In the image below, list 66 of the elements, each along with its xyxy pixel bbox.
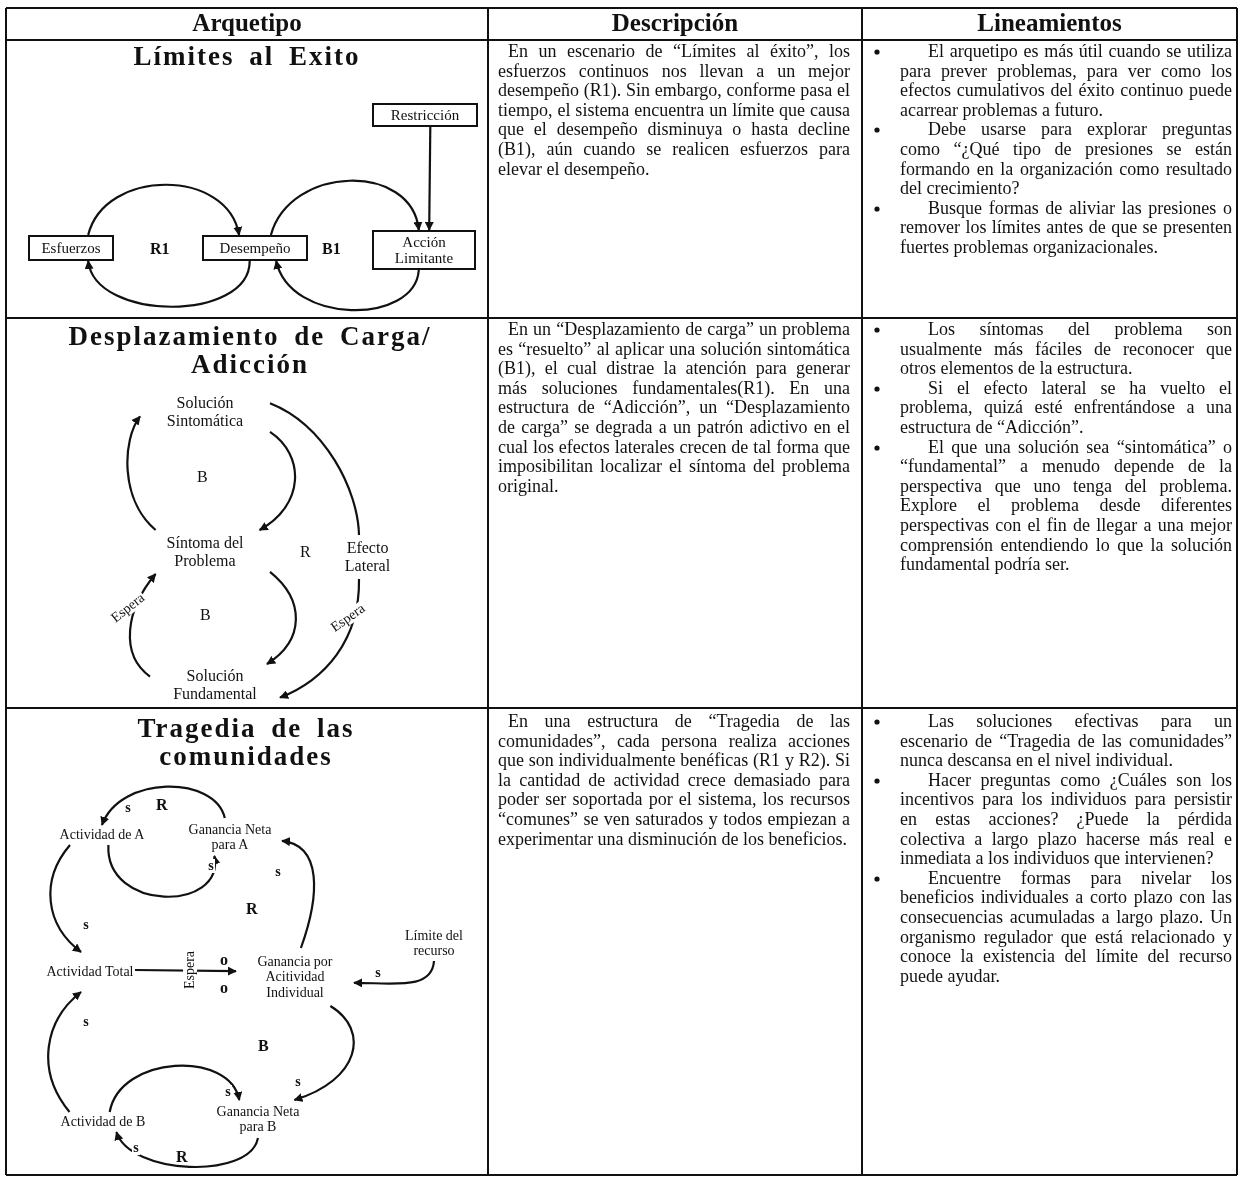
archetype-title: Tragedia de las comunidades xyxy=(136,714,356,771)
variable-label: Actividad Total xyxy=(45,952,135,992)
loop-marker: R xyxy=(156,796,169,814)
bullet-item: El que una solución sea “sintomática” o “fundamental” a menudo depende de la perspectiva que uno tenga del problema. Explore el problema desde diferentes perspectivas con el fin de llegar a una mejor comprensión entendiendo lo que la solución fundamental podría ser. xyxy=(900,437,1232,575)
arrow xyxy=(126,415,157,531)
arrow xyxy=(266,571,297,665)
variable-label: Solución Fundamental xyxy=(150,664,280,706)
arrow xyxy=(281,838,316,949)
edge-label: s xyxy=(207,859,215,873)
arrow xyxy=(115,1131,259,1168)
variable-label: Ganancia Neta para A xyxy=(178,818,282,856)
bullet-item: Debe usarse para explorar preguntas como “¿Qué tipo de presiones se están formando en la organización como resultado del crecimiento? xyxy=(900,120,1232,199)
loop-marker: o xyxy=(220,951,229,969)
variable-label: Ganancia por Acitividad Individual xyxy=(236,948,354,1006)
description-text: En un escenario de “Límites al éxito”, los esfuerzos continuos nos llevan a un mejor desempeño (R1). Sin embargo, conforme pasa el tiempo, el sistema encuentra un límite que causa que el desempeño disminuya o hasta decline (B1), aún cuando se realicen esfuerzos para elevar el desempeño. xyxy=(498,42,850,180)
arrow xyxy=(293,1005,355,1102)
loop-marker: R xyxy=(246,900,259,918)
arrow xyxy=(87,183,241,236)
variable-box: Restricción xyxy=(372,103,478,127)
loop-marker: R xyxy=(176,1148,189,1166)
column-header: Descripción xyxy=(610,9,740,37)
variable-box: Desempeño xyxy=(202,235,308,261)
loop-marker: R1 xyxy=(150,240,171,258)
loop-marker: B1 xyxy=(322,240,342,258)
arrow xyxy=(86,260,251,308)
arrow xyxy=(108,1064,241,1113)
arrow xyxy=(353,960,436,988)
description-text: En una estructura de “Tragedia de las comunidades”, cada persona realiza acciones que son individualmente benéficas (R1 y R2). Si la cantidad de actividad crece demasiado para poder ser soportada por el sistema, los recursos “comunes” se ven saturados y todos empiezan a experimentar una disminución de los beneficios. xyxy=(498,712,850,850)
column-header: Lineamientos xyxy=(976,9,1123,37)
variable-label: Solución Sintomática xyxy=(140,390,270,434)
bullet-item: El arquetipo es más útil cuando se utiliza para prever problemas, para ver como los efectos cumulativos del éxito continuo puede acarrear problemas a futuro. xyxy=(900,42,1232,121)
variable-label: Actividad de A xyxy=(38,825,166,845)
arrow xyxy=(107,844,219,898)
archetype-title: Límites al Exito xyxy=(132,42,362,71)
description-text: En un “Desplazamiento de carga” un problema es “resuelto” al aplicar una solución sintomática (B1), el cual distrae la atención para generar más soluciones fundamentales(R1). En una estructura de “Adicción”, un “Desplazamiento de carga” se degrada a un patrón adictivo en el cual los efectos laterales crecen de tal forma que imposibilitan localizar el síntoma del problema original. xyxy=(498,320,850,497)
arrow xyxy=(279,578,361,699)
edge-label: Espera xyxy=(183,949,197,991)
variable-label: Efecto Lateral xyxy=(325,535,410,579)
arrow xyxy=(424,127,434,231)
variable-box: Esfuerzos xyxy=(28,235,114,261)
arrow xyxy=(274,260,420,312)
edge-label: s xyxy=(224,1085,232,1099)
bullet-item: Hacer preguntas como ¿Cuáles son los incentivos para los individuos para persistir en estas acciones? ¿Puede la pérdida colectiva a largo plazo hacerse más real e inmediata a los individuos que intervienen? xyxy=(900,770,1232,869)
bullet-item: Encuentre formas para nivelar los beneficios individuales a corto plazo con las consecuencias acumuladas a largo plazo. Un organismo regulador que está relacionado y conoce la existencia del límite del recurso puede ayudar. xyxy=(900,868,1232,987)
loop-marker: R xyxy=(300,543,312,561)
variable-label: Actividad de B xyxy=(36,1112,170,1132)
bullet-item: Las soluciones efectivas para un escenario de “Tragedia de las comunidades” nunca descansa en el nivel individual. xyxy=(900,712,1232,771)
arrow xyxy=(135,966,237,976)
variable-label: Ganancia Neta para B xyxy=(206,1100,310,1138)
column-header: Arquetipo xyxy=(191,9,303,37)
variable-label: Síntoma del Problema xyxy=(140,530,270,574)
arrow xyxy=(258,430,297,531)
variable-box: Acción Limitante xyxy=(372,230,476,270)
archetype-title: Desplazamiento de Carga/ Adicción xyxy=(67,322,433,379)
arrow xyxy=(47,991,82,1113)
bullet-item: Si el efecto lateral se ha vuelto el problema, quizá esté enfrentándose a una estructura de “Adicción”. xyxy=(900,378,1232,438)
arrow xyxy=(49,844,82,953)
arrow xyxy=(269,179,422,236)
loop-marker: B xyxy=(197,468,209,486)
loop-marker: B xyxy=(200,606,212,624)
loop-marker: o xyxy=(220,979,229,997)
bullet-item: Los síntomas del problema son usualmente más fáciles de reconocer que otros elementos de la estructura. xyxy=(900,320,1232,379)
arrow xyxy=(101,785,226,826)
loop-marker: B xyxy=(258,1037,270,1055)
bullet-item: Busque formas de aliviar las presiones o remover los límites antes de que se presenten fuertes problemas organizacionales. xyxy=(900,198,1232,258)
variable-label: Límite del recurso xyxy=(386,925,482,961)
